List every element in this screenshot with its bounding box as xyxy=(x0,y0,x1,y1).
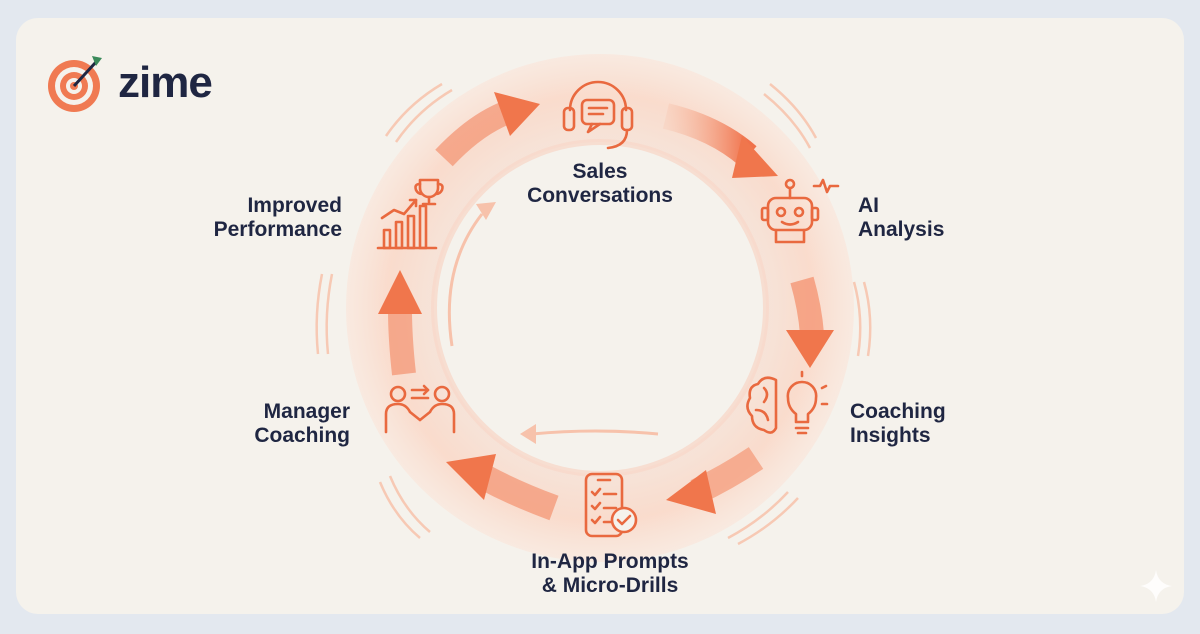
stage-label-line: Manager xyxy=(263,400,350,423)
stage-label-line: Performance xyxy=(213,218,342,241)
phone-checklist-icon xyxy=(584,472,638,538)
stage-label-ai-analysis: AI Analysis xyxy=(858,194,1018,242)
arrow-ai-to-insights xyxy=(790,276,824,336)
stage-label-line: In-App Prompts xyxy=(531,550,689,573)
stage-label-manager-coaching: Manager Coaching xyxy=(190,400,350,448)
target-arrow-logo-icon xyxy=(48,56,102,112)
headset-chat-icon xyxy=(562,80,634,150)
arrow-head-performance-to-sales xyxy=(494,92,540,136)
cycle-ring xyxy=(346,54,854,562)
cycle-arrows xyxy=(378,92,834,521)
arrow-head-insights-to-prompts xyxy=(666,470,716,514)
stage-label-line: Improved xyxy=(247,194,342,217)
brain-lightbulb-icon xyxy=(746,370,829,435)
stage-label-in-app-prompts: In-App Prompts & Micro-Drills xyxy=(500,550,720,598)
stage-label-line: Analysis xyxy=(858,218,945,241)
arrow-head-manager-to-performance xyxy=(378,270,422,314)
stage-label-line: AI xyxy=(858,194,879,217)
diagram-card: zime Sales Conversations AI Analysis Coa… xyxy=(16,18,1184,614)
stage-label-line: Insights xyxy=(850,424,931,447)
arrow-head-prompts-to-manager xyxy=(446,454,496,500)
stage-label-line: Coaching xyxy=(254,424,350,447)
stage-label-coaching-insights: Coaching Insights xyxy=(850,400,1010,448)
robot-icon xyxy=(760,178,840,244)
people-handshake-icon xyxy=(384,384,456,434)
sparkle-icon xyxy=(1140,570,1172,602)
arrow-performance-to-sales xyxy=(435,100,513,167)
stage-label-improved-performance: Improved Performance xyxy=(182,194,342,242)
stage-label-line: & Micro-Drills xyxy=(541,574,679,597)
arrow-head-ai-to-insights xyxy=(786,330,834,368)
brand-name: zime xyxy=(118,58,213,107)
outer-flow-arrows xyxy=(315,82,872,546)
stage-label-line: Sales xyxy=(572,160,628,183)
arrow-manager-to-performance xyxy=(388,309,416,376)
stage-label-sales-conversations: Sales Conversations xyxy=(500,160,700,208)
stage-label-line: Conversations xyxy=(527,184,673,207)
inner-flow-arrows xyxy=(447,202,659,444)
trophy-growth-chart-icon xyxy=(376,178,444,250)
stage-label-line: Coaching xyxy=(850,400,946,423)
zime-logo[interactable]: zime xyxy=(46,52,213,114)
arrow-head-sales-to-ai xyxy=(732,136,778,178)
arrow-prompts-to-manager xyxy=(479,466,559,521)
cycle-diagram xyxy=(315,54,872,562)
